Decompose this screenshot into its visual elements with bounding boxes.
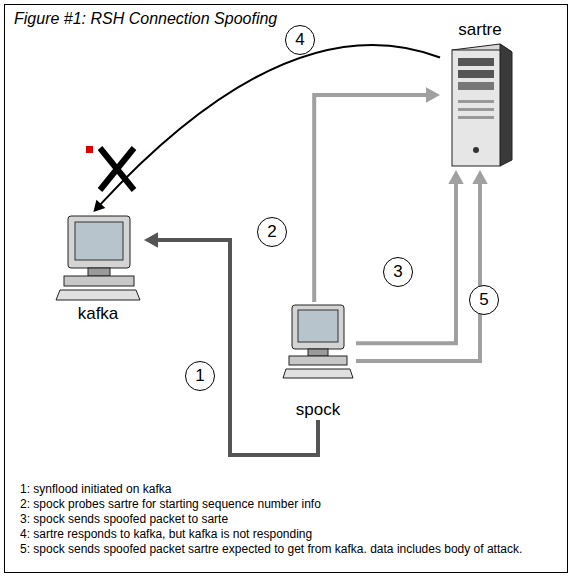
note-line: 2: spock probes sartre for starting sequ… [20, 497, 540, 512]
connector-line [100, 45, 440, 205]
connector [314, 87, 440, 302]
computer-icon [283, 305, 353, 378]
computer-node: sartre [440, 20, 520, 170]
computer-node: kafka [52, 212, 144, 324]
connector [356, 170, 464, 343]
callout-number: 5 [469, 285, 499, 315]
arrow-head [144, 232, 158, 247]
arrow-head [448, 170, 463, 184]
blocked-x-mark [100, 148, 134, 190]
host-name: sartre [458, 20, 501, 40]
notes-list: 1: synflood initiated on kafka2: spock p… [20, 482, 540, 557]
connector [144, 232, 318, 455]
connector [93, 45, 440, 212]
arrow-head [472, 170, 487, 184]
server-icon [452, 44, 512, 166]
note-line: 1: synflood initiated on kafka [20, 482, 540, 497]
red-dot [86, 146, 93, 153]
callout-number: 2 [257, 217, 287, 247]
callout-number: 3 [383, 257, 413, 287]
computer-node: spock [280, 302, 356, 420]
note-line: 4: sartre responds to kafka, but kafka i… [20, 527, 540, 542]
figure-title: Figure #1: RSH Connection Spoofing [14, 10, 277, 28]
computer-icon [56, 216, 140, 300]
connector-line [157, 240, 318, 455]
callout-number: 1 [185, 361, 215, 391]
arrow-head [426, 87, 440, 102]
connector-line [356, 183, 456, 343]
connector [356, 170, 488, 361]
connector-line [314, 95, 427, 302]
host-name: spock [296, 400, 340, 420]
callout-number: 4 [285, 25, 315, 55]
host-name: kafka [78, 304, 119, 324]
arrow-head [93, 200, 105, 212]
connector-line [356, 183, 480, 361]
note-line: 5: spock sends spoofed packet sartre exp… [20, 542, 540, 557]
figure-frame [5, 5, 568, 573]
note-line: 3: spock sends spoofed packet to sarte [20, 512, 540, 527]
